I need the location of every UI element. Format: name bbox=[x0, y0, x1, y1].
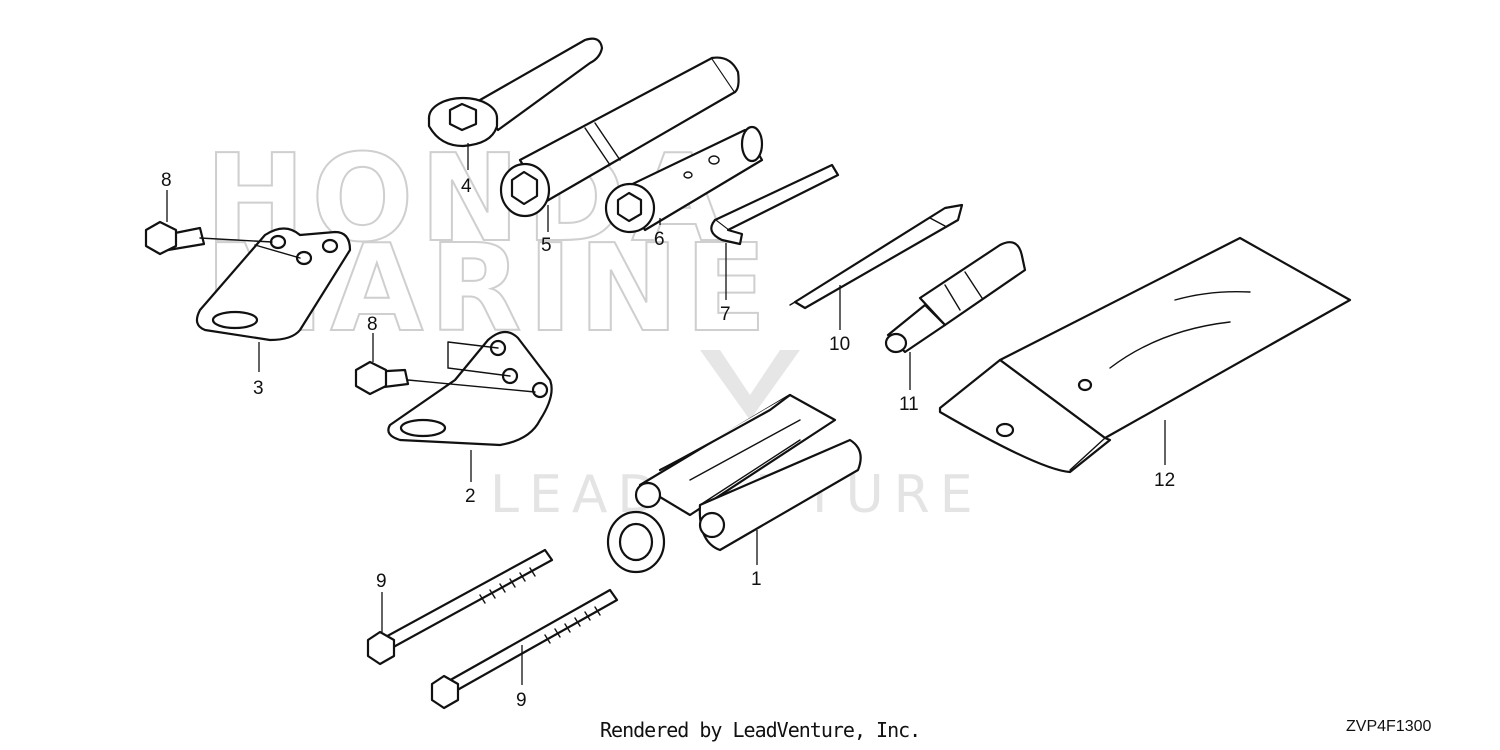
diagram-code: ZVP4F1300 bbox=[1346, 718, 1432, 735]
callout-12: 12 bbox=[1154, 470, 1175, 491]
part-8-flange-bolt-lower[interactable] bbox=[354, 360, 410, 396]
callouts: 4 5 6 7 10 11 12 8 3 8 2 1 9 9 bbox=[161, 170, 1175, 711]
footer-credit: Rendered by LeadVenture, Inc. bbox=[600, 718, 921, 742]
part-1-handle-frame[interactable] bbox=[606, 393, 862, 574]
callout-10: 10 bbox=[829, 334, 850, 355]
part-9-long-bolt-lower[interactable] bbox=[430, 588, 619, 710]
leader-lines bbox=[166, 143, 1166, 685]
callout-5: 5 bbox=[541, 235, 552, 256]
callout-8-upper: 8 bbox=[161, 170, 172, 191]
part-5-box-spanner[interactable] bbox=[499, 56, 740, 218]
bolt-alignment-line bbox=[254, 244, 301, 259]
callout-6: 6 bbox=[654, 229, 665, 250]
part-7-hex-key[interactable] bbox=[710, 163, 840, 246]
part-9-long-bolt-upper[interactable] bbox=[366, 548, 554, 666]
part-2-bracket[interactable] bbox=[387, 330, 553, 447]
callout-1: 1 bbox=[751, 569, 762, 590]
leadventure-logo-icon bbox=[700, 350, 800, 420]
part-12-tool-bag[interactable] bbox=[938, 236, 1352, 474]
callout-2: 2 bbox=[465, 486, 476, 507]
part-8-flange-bolt-upper[interactable] bbox=[144, 220, 206, 256]
callout-4: 4 bbox=[461, 176, 472, 197]
callout-3: 3 bbox=[253, 378, 264, 399]
part-6-tube-wrench[interactable] bbox=[604, 125, 764, 234]
bolt-alignment-line bbox=[447, 341, 511, 377]
callout-9-upper: 9 bbox=[376, 571, 387, 592]
callout-7: 7 bbox=[720, 304, 731, 325]
callout-9-lower: 9 bbox=[516, 690, 527, 711]
bolt-alignment-line bbox=[199, 237, 273, 243]
callout-11: 11 bbox=[899, 394, 919, 415]
callout-8-lower: 8 bbox=[367, 314, 378, 335]
part-11-screwdriver-handle[interactable] bbox=[884, 241, 1027, 354]
part-4-ring-wrench[interactable] bbox=[427, 37, 604, 148]
part-3-bracket[interactable] bbox=[195, 227, 352, 342]
bolt-alignment-line bbox=[407, 379, 536, 393]
part-10-screwdriver-blade[interactable] bbox=[789, 203, 964, 310]
